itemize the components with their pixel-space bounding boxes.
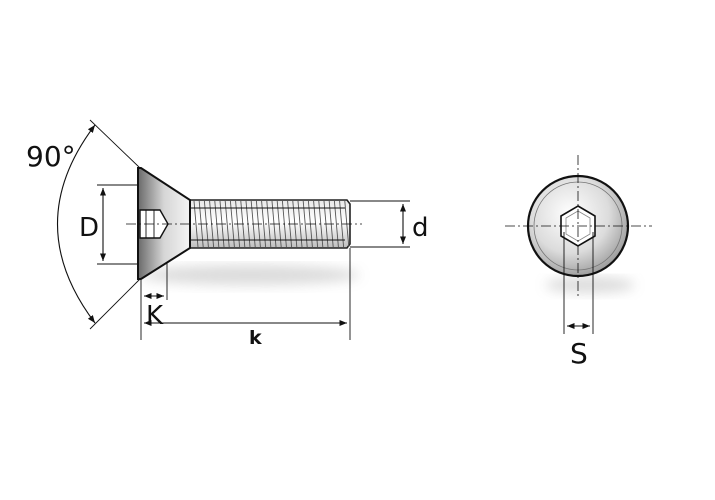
thread-line	[224, 200, 230, 248]
head-diameter-label: D	[79, 213, 99, 243]
thread-line	[302, 200, 308, 248]
shadow	[140, 265, 635, 293]
screw-end-view	[505, 155, 652, 297]
angle-label: 90°	[26, 140, 76, 173]
length-label: k	[249, 327, 262, 349]
length-dimension: k	[144, 248, 351, 349]
thread-line	[339, 200, 345, 248]
thread-line	[297, 200, 303, 248]
socket-size-label: S	[570, 337, 588, 370]
thread-line	[261, 200, 267, 248]
screw-side-view	[126, 167, 362, 280]
head-diameter-dimension: D	[79, 184, 138, 265]
thread-line	[333, 200, 339, 248]
thread-line	[229, 200, 235, 248]
angle-dimension: 90°	[26, 119, 141, 330]
head-height-label: K	[146, 301, 164, 331]
thread-line	[193, 200, 199, 248]
socket-size-dimension: S	[563, 232, 594, 370]
thread-diameter-label: d	[412, 213, 429, 243]
thread-diameter-dimension: d	[350, 200, 429, 248]
thread-line	[266, 200, 272, 248]
